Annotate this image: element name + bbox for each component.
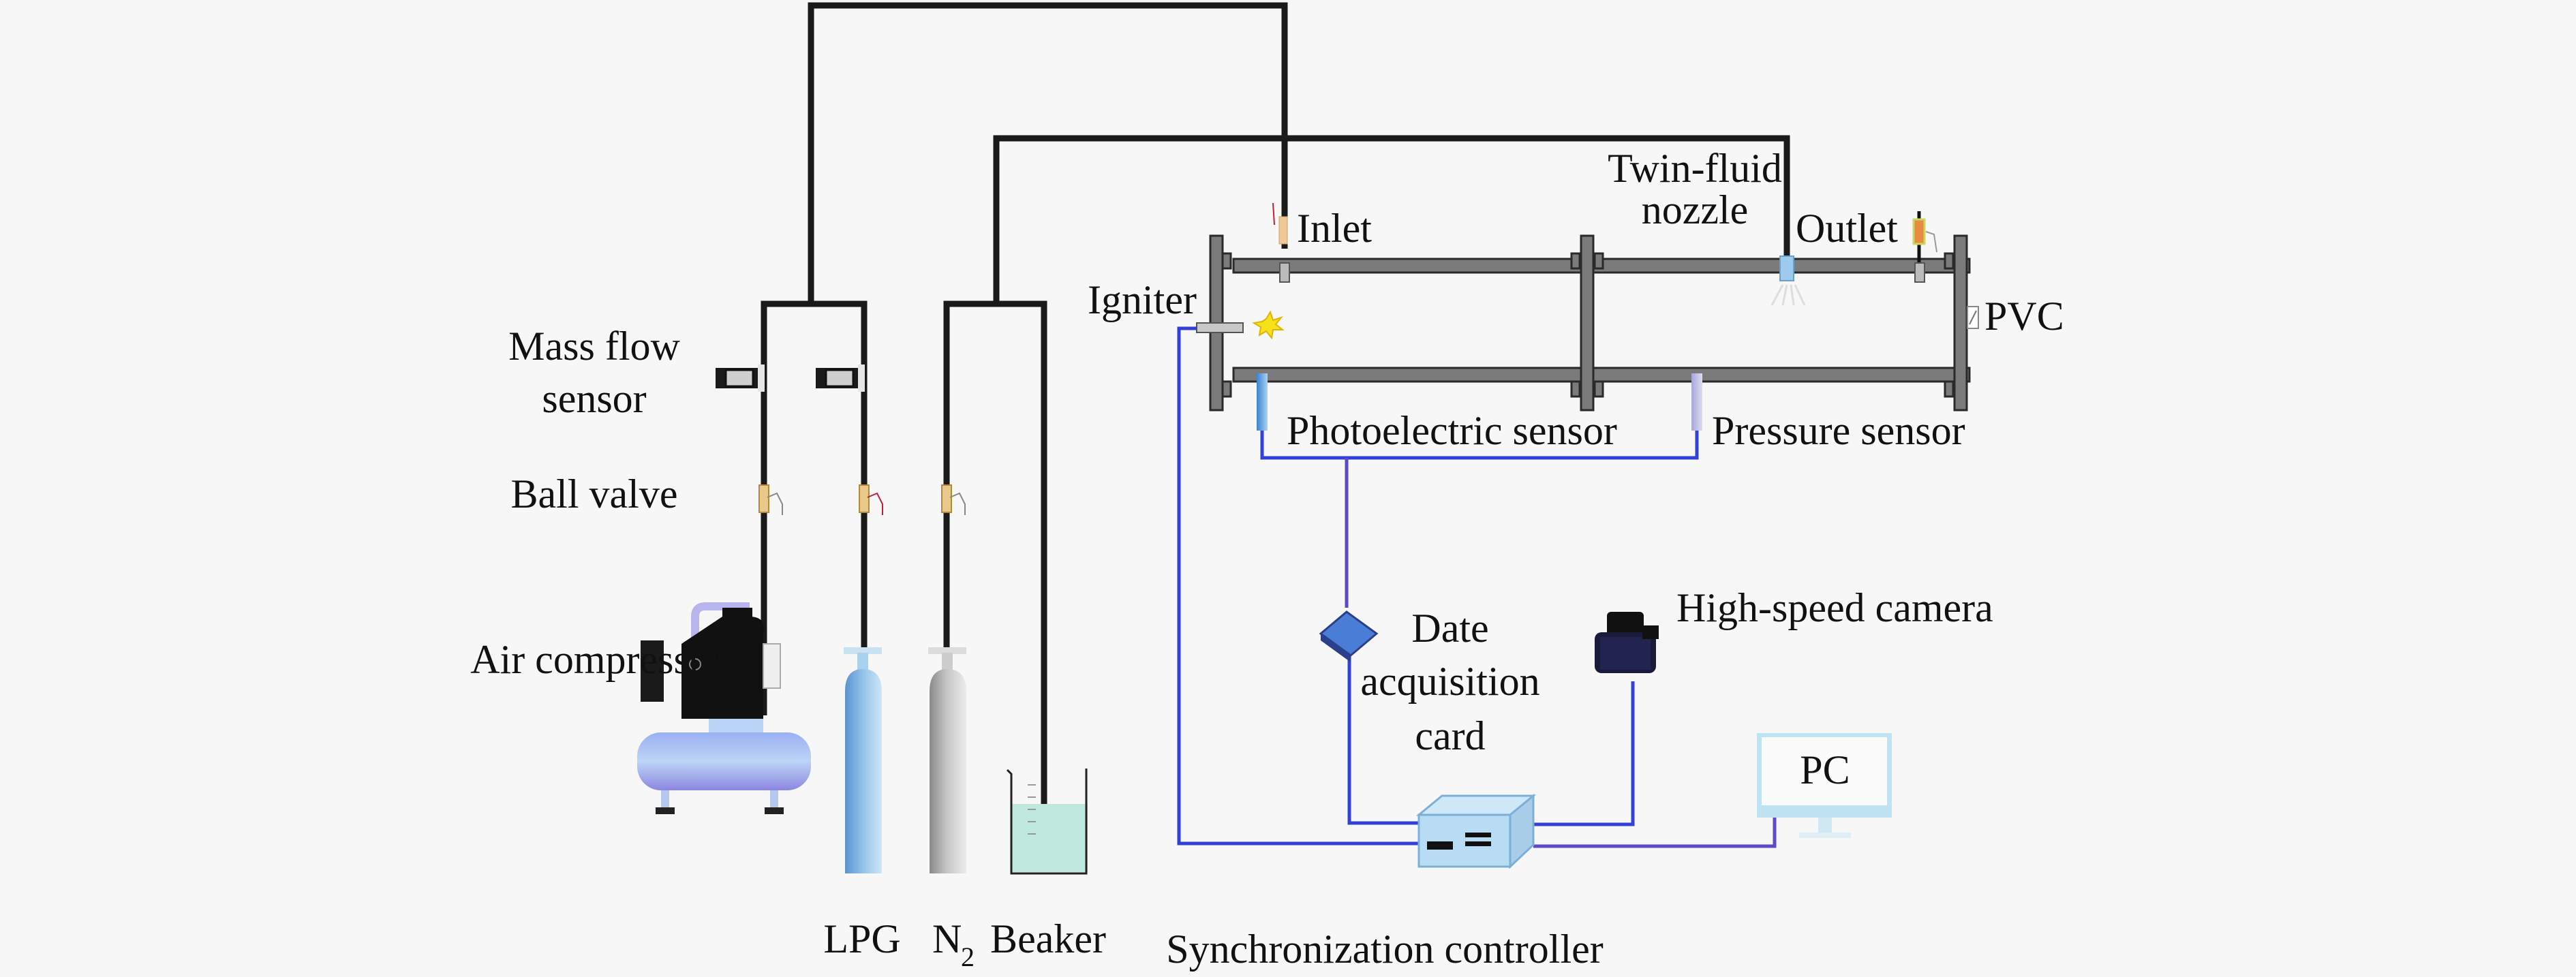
air-compressor-icon — [637, 602, 811, 814]
spray-icon — [1770, 284, 1806, 306]
beaker-icon — [1006, 769, 1088, 875]
outlet-valve — [1912, 218, 1926, 245]
labels: Mass flow sensor Ball valve Air compress… — [470, 146, 2064, 972]
inlet-valve — [1278, 216, 1288, 245]
ball-valve-n2 — [941, 484, 966, 515]
middle-flange — [1580, 234, 1595, 412]
manifold-n2-beaker — [943, 300, 1047, 858]
photoelectric-sensor-icon — [1257, 373, 1268, 431]
mass-flow-sensor-lpg — [816, 365, 865, 392]
right-flange — [1953, 234, 1968, 412]
label-twin-fluid-line1: Twin-fluid — [1608, 146, 1782, 191]
pc-monitor-icon — [1757, 733, 1892, 838]
label-lpg: LPG — [823, 916, 900, 961]
daq-card-icon — [1319, 610, 1379, 662]
label-daq-line1: Date — [1411, 606, 1488, 651]
label-igniter: Igniter — [1088, 277, 1197, 322]
ball-valve-air — [758, 484, 783, 515]
high-speed-camera-icon — [1595, 612, 1659, 673]
label-pressure-sensor: Pressure sensor — [1712, 408, 1965, 453]
igniter-spark-icon — [1252, 310, 1285, 340]
n2-cylinder-icon — [928, 647, 966, 873]
inlet-port — [1279, 262, 1290, 283]
label-beaker: Beaker — [990, 916, 1106, 961]
lower-tube-wall — [1232, 367, 1971, 383]
label-inlet: Inlet — [1297, 206, 1372, 251]
label-n2-subscript: 2 — [961, 942, 975, 972]
wire-daq-sync — [1347, 644, 1438, 825]
label-air-compressor: Air compressor — [470, 637, 724, 682]
label-high-speed-camera: High-speed camera — [1676, 585, 1993, 630]
label-mass-flow-line2: sensor — [542, 376, 646, 421]
label-twin-fluid-line2: nozzle — [1642, 187, 1749, 232]
pipe-n2-to-nozzle — [993, 135, 1790, 305]
lpg-cylinder-icon — [844, 647, 882, 873]
igniter-rod — [1196, 322, 1244, 333]
label-pc: PC — [1800, 747, 1850, 792]
label-outlet: Outlet — [1796, 206, 1898, 251]
wire-sensors-bus — [1260, 431, 1699, 460]
ball-valve-lpg — [859, 484, 883, 515]
signal-wiring — [1177, 326, 1777, 848]
mass-flow-sensor-air — [716, 365, 765, 392]
label-synchronization-controller: Synchronization controller — [1166, 927, 1604, 972]
combustion-tube — [1196, 202, 1979, 431]
outlet-port — [1914, 262, 1925, 283]
wire-camera-sync — [1533, 681, 1635, 826]
label-photoelectric-sensor: Photoelectric sensor — [1287, 408, 1617, 453]
pressure-sensor-icon — [1691, 373, 1702, 431]
wire-igniter-sync — [1177, 326, 1423, 846]
label-ball-valve: Ball valve — [511, 471, 678, 516]
synchronization-controller-icon — [1415, 793, 1537, 869]
label-mass-flow-line1: Mass flow — [508, 324, 680, 369]
label-daq-line2: acquisition — [1360, 659, 1539, 704]
label-pvc: PVC — [1984, 294, 2064, 339]
label-n2: N — [932, 916, 962, 961]
twin-fluid-nozzle-icon — [1779, 255, 1794, 281]
pipe-main-to-inlet — [808, 2, 1288, 305]
label-daq-line3: card — [1415, 713, 1485, 758]
wire-sync-pc — [1533, 818, 1777, 848]
